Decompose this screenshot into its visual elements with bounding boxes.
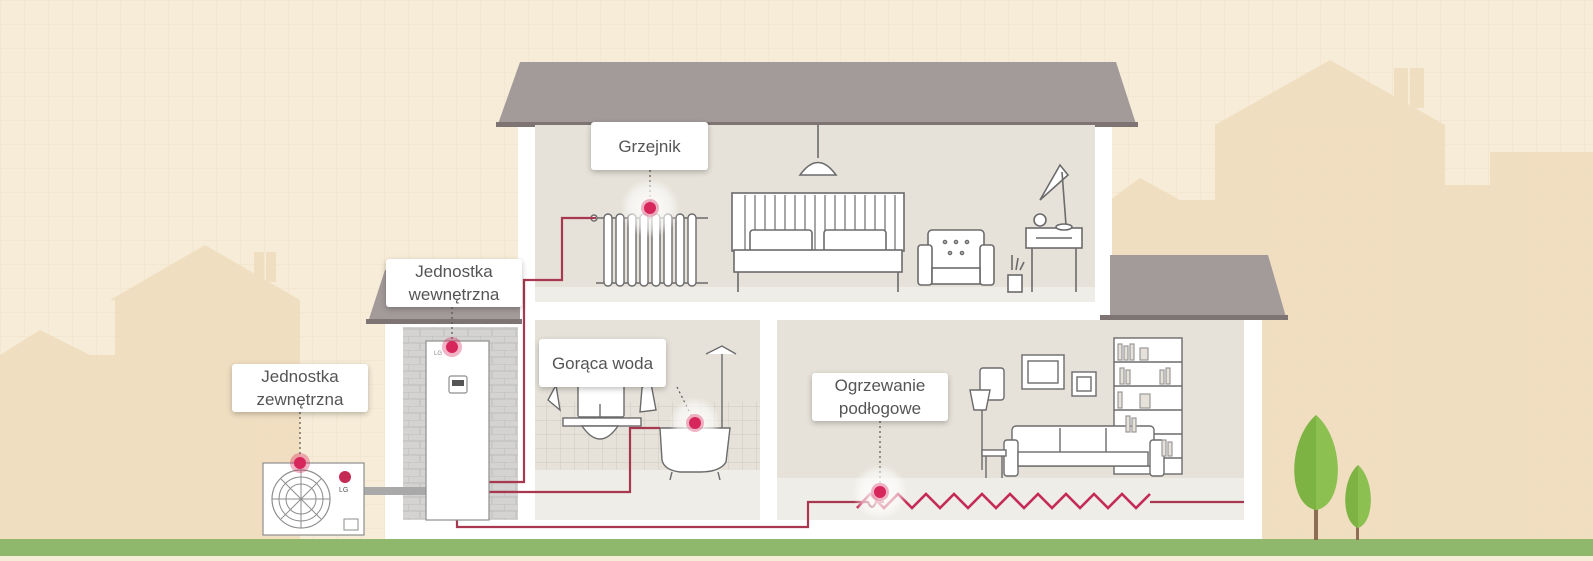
floor-heating-label-line1: Ogrzewanie bbox=[834, 376, 926, 395]
bedside-table bbox=[1007, 163, 1083, 293]
outdoor-unit-label[interactable]: Jednostka zewnętrzna bbox=[232, 364, 368, 412]
hot-water-label-text: Gorąca woda bbox=[551, 353, 654, 373]
trees bbox=[1294, 415, 1371, 540]
indoor-unit-label-line2: wewnętrzna bbox=[408, 285, 500, 304]
refrigerant-line bbox=[362, 487, 426, 495]
indoor-unit-label-line1: Jednostka bbox=[415, 262, 493, 281]
lg-logo-icon bbox=[339, 471, 351, 483]
hotspot-outdoor-unit[interactable] bbox=[290, 453, 310, 473]
hotspot-floor-heating[interactable] bbox=[852, 464, 908, 520]
bed bbox=[731, 192, 905, 292]
ceiling-lamp bbox=[798, 125, 838, 176]
floor-heating-label-line2: podłogowe bbox=[838, 399, 922, 418]
hotspot-hot-water[interactable] bbox=[669, 397, 721, 449]
indoor-unit-logo: LG bbox=[434, 351, 442, 357]
ground bbox=[0, 539, 1593, 556]
main-roof bbox=[498, 62, 1136, 124]
extension-roof bbox=[1110, 255, 1286, 317]
outdoor-unit-label-line2: zewnętrzna bbox=[256, 390, 344, 409]
floor-heating-label[interactable]: Ogrzewanie podłogowe bbox=[812, 373, 948, 421]
indoor-unit-label[interactable]: Jednostka wewnętrzna bbox=[386, 259, 522, 307]
radiator-label-text: Grzejnik bbox=[618, 136, 681, 156]
hot-water-label[interactable]: Gorąca woda bbox=[539, 339, 666, 387]
outdoor-unit-logo: LG bbox=[339, 487, 348, 494]
indoor-unit-illustration: LG bbox=[425, 340, 490, 521]
outdoor-unit-label-line1: Jednostka bbox=[261, 367, 339, 386]
armchair bbox=[917, 229, 995, 286]
hotspot-indoor-unit[interactable] bbox=[442, 337, 462, 357]
radiator-label[interactable]: Grzejnik bbox=[591, 122, 708, 170]
hotspot-radiator[interactable] bbox=[620, 178, 680, 238]
outdoor-unit-illustration: LG bbox=[262, 462, 365, 536]
